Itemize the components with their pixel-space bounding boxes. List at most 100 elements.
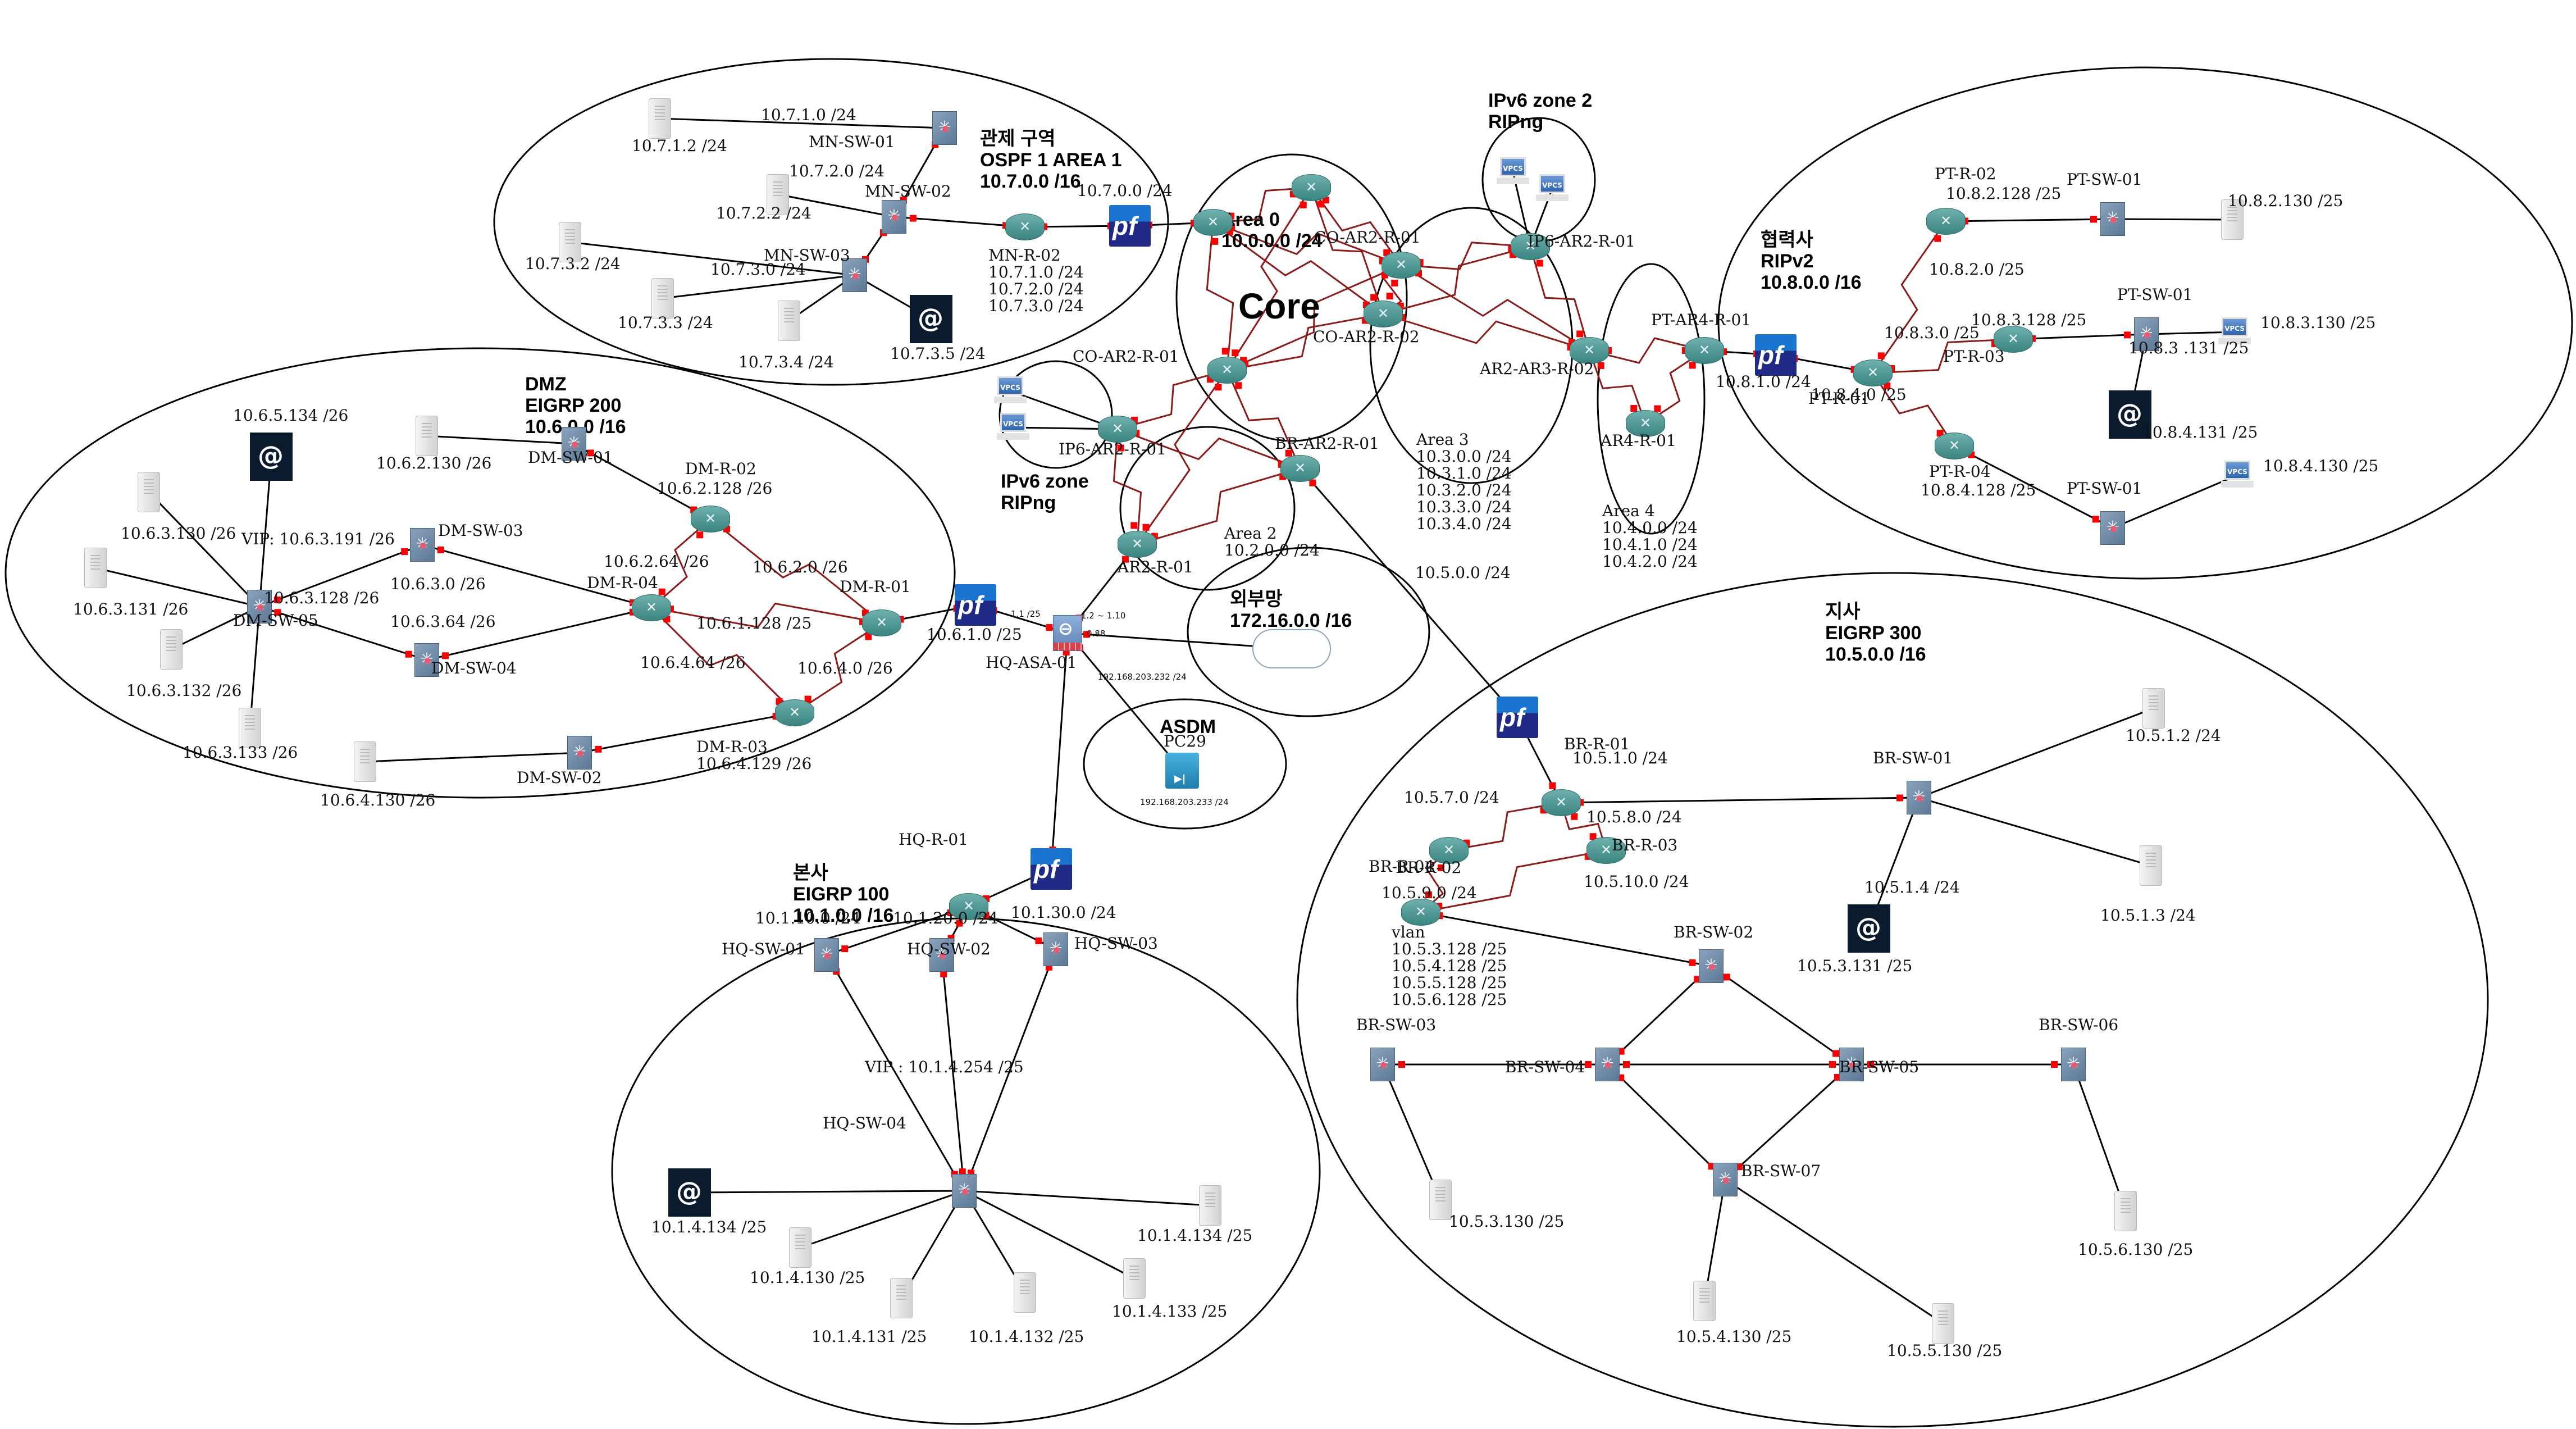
- mn-pf[interactable]: [1109, 205, 1151, 247]
- ethernet-link[interactable]: [963, 949, 1057, 1191]
- hq-sw-01[interactable]: [814, 938, 839, 972]
- host-link[interactable]: [426, 435, 575, 445]
- host-link[interactable]: [95, 567, 260, 608]
- ar2-ar3-r-02[interactable]: [1570, 337, 1609, 364]
- serial-link[interactable]: [1212, 221, 1402, 266]
- ethernet-link[interactable]: [1050, 632, 1069, 870]
- host-link[interactable]: [2112, 218, 2233, 221]
- server-host[interactable]: [2114, 1191, 2137, 1231]
- server-host[interactable]: [649, 98, 671, 139]
- host-link[interactable]: [171, 606, 260, 650]
- host-link[interactable]: [689, 1190, 965, 1194]
- ethernet-link[interactable]: [941, 954, 965, 1191]
- serial-link[interactable]: [1645, 349, 1705, 425]
- serial-link[interactable]: [1137, 467, 1301, 545]
- serial-link[interactable]: [1117, 369, 1228, 430]
- server-host[interactable]: [789, 1227, 811, 1268]
- pt-pf[interactable]: [1755, 334, 1797, 376]
- server-host[interactable]: [1014, 1272, 1036, 1313]
- mn-sw-03[interactable]: [842, 258, 867, 292]
- ar2-r-01[interactable]: [1118, 531, 1157, 558]
- hq-sw-02[interactable]: [929, 938, 954, 972]
- hq-pf[interactable]: [1031, 848, 1072, 890]
- ethernet-link[interactable]: [1724, 1063, 1853, 1181]
- br-sw-04[interactable]: [1595, 1048, 1620, 1081]
- security-appliance[interactable]: [250, 433, 293, 481]
- core-top[interactable]: [1292, 174, 1331, 201]
- ethernet-link[interactable]: [259, 544, 423, 608]
- dm-sw-01[interactable]: [562, 427, 586, 461]
- server-host[interactable]: [84, 548, 107, 588]
- hq-asa-01[interactable]: [1053, 615, 1082, 651]
- br-r-02[interactable]: [1429, 837, 1469, 864]
- mn-sw-01[interactable]: [932, 111, 957, 145]
- serial-link[interactable]: [1588, 350, 1647, 424]
- serial-link[interactable]: [1448, 802, 1562, 852]
- pt-r-03[interactable]: [1994, 326, 2033, 353]
- br-sw-06[interactable]: [2061, 1048, 2086, 1081]
- ethernet-link[interactable]: [1420, 911, 1712, 967]
- asdm-pc[interactable]: [1165, 753, 1199, 789]
- ethernet-link[interactable]: [1561, 797, 1920, 804]
- vpcs-host[interactable]: [1536, 174, 1569, 203]
- ip6-ar2-r-01b[interactable]: [1098, 416, 1137, 443]
- dm-sw-02[interactable]: [567, 736, 592, 770]
- br-sw-07[interactable]: [1713, 1163, 1738, 1196]
- serial-link[interactable]: [1310, 187, 1402, 266]
- co-ar2-r-01[interactable]: [1382, 252, 1421, 279]
- ethernet-link[interactable]: [1299, 468, 1519, 718]
- pt-r-02[interactable]: [1926, 208, 1966, 235]
- host-link[interactable]: [800, 1190, 965, 1249]
- mn-r-02[interactable]: [1005, 213, 1045, 240]
- mn-sw-02[interactable]: [882, 200, 906, 234]
- dm-sw-04[interactable]: [414, 643, 439, 677]
- serial-link[interactable]: [710, 518, 882, 624]
- pt-ar4-r-01[interactable]: [1685, 337, 1724, 364]
- server-host[interactable]: [1429, 1180, 1452, 1220]
- serial-link[interactable]: [1401, 242, 1531, 270]
- ethernet-link[interactable]: [1066, 632, 1183, 771]
- server-host[interactable]: [239, 708, 261, 748]
- hq-r-01[interactable]: [949, 893, 988, 920]
- ethernet-link[interactable]: [422, 544, 652, 609]
- host-link[interactable]: [1382, 1064, 1442, 1200]
- server-host[interactable]: [1199, 1185, 1221, 1226]
- serial-link[interactable]: [1117, 428, 1301, 470]
- serial-link[interactable]: [1401, 264, 1590, 352]
- host-link[interactable]: [2112, 474, 2238, 529]
- dm-sw-05[interactable]: [247, 590, 272, 624]
- br-sw-05[interactable]: [1839, 1048, 1864, 1081]
- server-host[interactable]: [2142, 688, 2165, 729]
- security-appliance[interactable]: [2109, 390, 2151, 439]
- server-host[interactable]: [2140, 845, 2162, 886]
- pt-sw-01b[interactable]: [2134, 317, 2159, 351]
- serial-link[interactable]: [650, 607, 796, 714]
- serial-link[interactable]: [1310, 187, 1384, 315]
- server-host[interactable]: [767, 174, 789, 215]
- ethernet-link[interactable]: [826, 954, 965, 1191]
- hq-sw-04[interactable]: [952, 1174, 977, 1208]
- security-appliance[interactable]: [1848, 904, 1890, 953]
- serial-link[interactable]: [1206, 222, 1234, 371]
- br-r-01[interactable]: [1542, 789, 1581, 816]
- serial-link[interactable]: [1872, 372, 1955, 447]
- host-link[interactable]: [364, 752, 580, 763]
- ethernet-link[interactable]: [1606, 1063, 1726, 1181]
- serial-link[interactable]: [1872, 338, 2014, 374]
- ethernet-link[interactable]: [1954, 445, 2113, 529]
- pt-r-04[interactable]: [1935, 433, 1974, 459]
- ext-cloud[interactable]: [1252, 629, 1331, 668]
- br-r-03[interactable]: [1586, 837, 1626, 864]
- dm-r-01[interactable]: [862, 609, 901, 636]
- ethernet-link[interactable]: [579, 712, 795, 754]
- co-ar2-r-02[interactable]: [1364, 301, 1403, 327]
- host-link[interactable]: [1918, 797, 2151, 867]
- dm-r-02[interactable]: [691, 506, 730, 533]
- br-ar2-r-01[interactable]: [1280, 455, 1320, 482]
- ethernet-link[interactable]: [1711, 965, 1852, 1066]
- ethernet-link[interactable]: [259, 606, 427, 661]
- server-host[interactable]: [1693, 1281, 1716, 1321]
- serial-link[interactable]: [651, 602, 882, 629]
- server-host[interactable]: [1932, 1303, 1954, 1344]
- core-left[interactable]: [1193, 209, 1233, 236]
